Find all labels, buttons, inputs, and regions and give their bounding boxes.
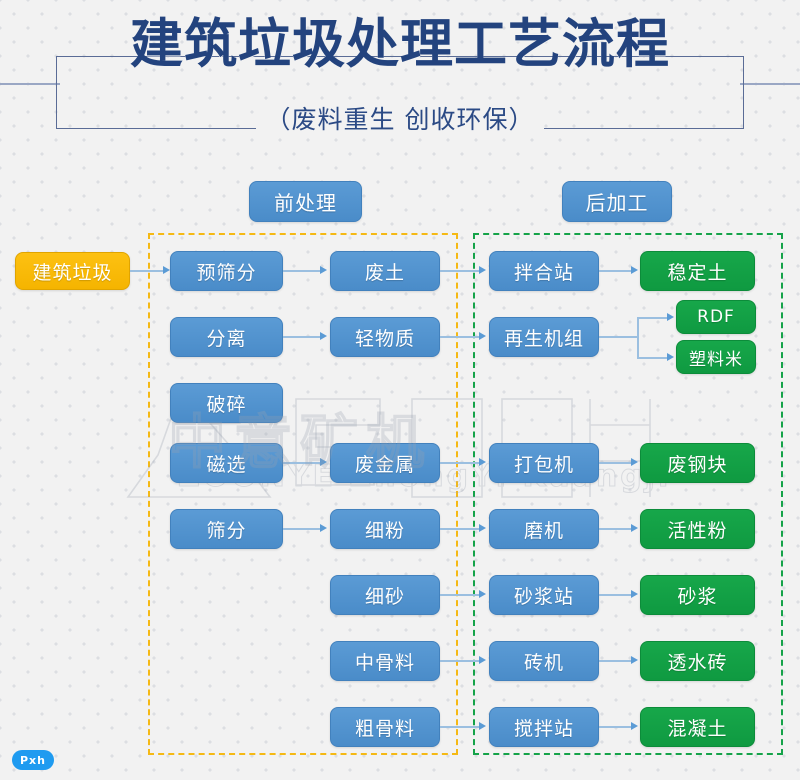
connector-waste-soil-to-mixing-station bbox=[440, 270, 480, 272]
node-active-powder[interactable]: 活性粉 bbox=[640, 509, 755, 549]
corner-badge: Pxh bbox=[12, 750, 54, 770]
connector-brick-machine-to-permeable-brick bbox=[599, 660, 632, 662]
page-subtitle-wrapper: （废料重生 创收环保） bbox=[0, 100, 800, 136]
arrow-mortar-station-to-mortar bbox=[631, 590, 638, 598]
arrow-mill-to-active-powder bbox=[631, 524, 638, 532]
connector-separation-to-light-material bbox=[283, 336, 321, 338]
page-subtitle: （废料重生 创收环保） bbox=[255, 100, 545, 136]
node-magnetic-separation[interactable]: 磁选 bbox=[170, 443, 283, 483]
node-stabilized-soil[interactable]: 稳定土 bbox=[640, 251, 755, 291]
arrow-batching-station-to-concrete bbox=[631, 722, 638, 730]
node-light-material[interactable]: 轻物质 bbox=[330, 317, 440, 357]
connector-recycling-unit-trunk bbox=[599, 336, 638, 338]
node-screening[interactable]: 筛分 bbox=[170, 509, 283, 549]
node-mill[interactable]: 磨机 bbox=[489, 509, 599, 549]
node-concrete[interactable]: 混凝土 bbox=[640, 707, 755, 747]
connector-mixing-station-to-stabilized-soil bbox=[599, 270, 632, 272]
node-medium-aggregate[interactable]: 中骨料 bbox=[330, 641, 440, 681]
connector-mill-to-active-powder bbox=[599, 528, 632, 530]
node-permeable-brick[interactable]: 透水砖 bbox=[640, 641, 755, 681]
node-recycling-unit[interactable]: 再生机组 bbox=[489, 317, 599, 357]
arrow-fine-sand-to-mortar-station bbox=[479, 590, 486, 598]
node-scrap-steel-block[interactable]: 废钢块 bbox=[640, 443, 755, 483]
connector-light-material-to-recycling-unit bbox=[440, 336, 480, 338]
arrow-brick-machine-to-permeable-brick bbox=[631, 656, 638, 664]
node-rdf[interactable]: RDF bbox=[676, 300, 756, 334]
page-title: 建筑垃圾处理工艺流程 bbox=[130, 14, 670, 75]
arrow-separation-to-light-material bbox=[320, 332, 327, 340]
arrow-source-to-prescreen bbox=[163, 266, 170, 274]
arrow-baler-to-scrap-steel-block bbox=[631, 458, 638, 466]
node-brick-machine[interactable]: 砖机 bbox=[489, 641, 599, 681]
arrow-prescreen-to-waste-soil bbox=[320, 266, 327, 274]
node-source-construction-waste[interactable]: 建筑垃圾 bbox=[15, 252, 130, 290]
zone-label-pre-processing: 前处理 bbox=[249, 181, 362, 222]
connector-scrap-metal-to-baler bbox=[440, 462, 480, 464]
connector-recycling-unit-to-plastic-pellets bbox=[637, 357, 669, 359]
connector-mortar-station-to-mortar bbox=[599, 594, 632, 596]
connector-coarse-aggregate-to-batching-station bbox=[440, 726, 480, 728]
node-mortar-station[interactable]: 砂浆站 bbox=[489, 575, 599, 615]
connector-medium-aggregate-to-brick-machine bbox=[440, 660, 480, 662]
arrow-mixing-station-to-stabilized-soil bbox=[631, 266, 638, 274]
page-header: 建筑垃圾处理工艺流程 （废料重生 创收环保） bbox=[0, 0, 800, 150]
arrow-scrap-metal-to-baler bbox=[479, 458, 486, 466]
connector-magnetic-to-scrap-metal bbox=[283, 462, 321, 464]
node-scrap-metal[interactable]: 废金属 bbox=[330, 443, 440, 483]
zone-label-post-processing: 后加工 bbox=[562, 181, 672, 222]
zone-frame-pre-processing bbox=[148, 233, 458, 755]
node-separation[interactable]: 分离 bbox=[170, 317, 283, 357]
node-concrete-batching-station[interactable]: 搅拌站 bbox=[489, 707, 599, 747]
node-prescreen[interactable]: 预筛分 bbox=[170, 251, 283, 291]
arrow-magnetic-to-scrap-metal bbox=[320, 458, 327, 466]
connector-batching-station-to-concrete bbox=[599, 726, 632, 728]
connector-fine-powder-to-mill bbox=[440, 528, 480, 530]
arrow-waste-soil-to-mixing-station bbox=[479, 266, 486, 274]
arrow-light-material-to-recycling-unit bbox=[479, 332, 486, 340]
connector-baler-to-scrap-steel-block bbox=[599, 462, 632, 464]
node-crushing[interactable]: 破碎 bbox=[170, 383, 283, 423]
node-fine-powder[interactable]: 细粉 bbox=[330, 509, 440, 549]
connector-recycling-unit-to-rdf bbox=[637, 317, 669, 319]
node-waste-soil[interactable]: 废土 bbox=[330, 251, 440, 291]
node-coarse-aggregate[interactable]: 粗骨料 bbox=[330, 707, 440, 747]
arrow-recycling-unit-to-plastic-pellets bbox=[667, 353, 674, 361]
header-rule-left bbox=[0, 83, 60, 85]
arrow-coarse-aggregate-to-batching-station bbox=[479, 722, 486, 730]
node-mortar[interactable]: 砂浆 bbox=[640, 575, 755, 615]
arrow-medium-aggregate-to-brick-machine bbox=[479, 656, 486, 664]
connector-screening-to-fine-powder bbox=[283, 528, 321, 530]
node-plastic-pellets[interactable]: 塑料米 bbox=[676, 340, 756, 374]
connector-prescreen-to-waste-soil bbox=[283, 270, 321, 272]
node-fine-sand[interactable]: 细砂 bbox=[330, 575, 440, 615]
arrow-recycling-unit-to-rdf bbox=[667, 313, 674, 321]
arrow-fine-powder-to-mill bbox=[479, 524, 486, 532]
connector-fine-sand-to-mortar-station bbox=[440, 594, 480, 596]
header-rule-right bbox=[740, 83, 800, 85]
node-mixing-station[interactable]: 拌合站 bbox=[489, 251, 599, 291]
connector-source-to-prescreen bbox=[130, 270, 164, 272]
arrow-screening-to-fine-powder bbox=[320, 524, 327, 532]
zone-frame-post-processing bbox=[473, 233, 783, 755]
node-baler[interactable]: 打包机 bbox=[489, 443, 599, 483]
connector-recycling-unit-branch-vertical bbox=[637, 317, 639, 357]
